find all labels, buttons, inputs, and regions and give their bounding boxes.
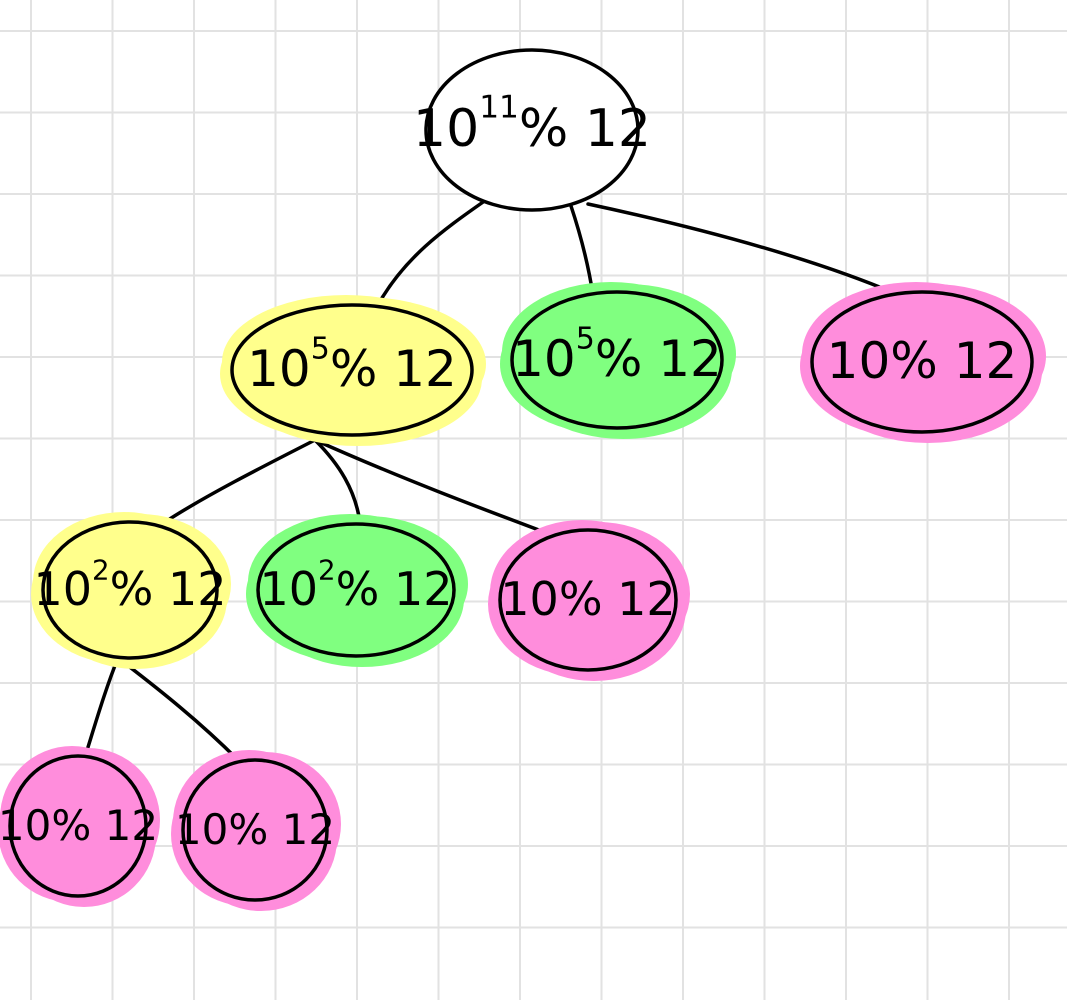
edges-layer: [82, 198, 884, 762]
node-label: 10% 12: [175, 805, 335, 854]
highlight-blob: [33, 512, 215, 652]
node-base: 10: [413, 99, 479, 159]
tree-node-l3-b: 10% 12: [171, 750, 341, 911]
highlight-blob: [502, 282, 720, 422]
node-outline: [230, 303, 474, 437]
node-label: 1011% 12: [413, 90, 651, 159]
node-modulus: % 12: [595, 330, 722, 388]
node-exponent: 11: [479, 90, 519, 126]
edge-root-to-l1-c: [586, 202, 884, 290]
tree-node-l2-c: 10% 12: [488, 520, 690, 681]
highlight-blob: [222, 295, 470, 429]
node-base: 10: [0, 801, 51, 850]
node-base: 10: [247, 340, 311, 398]
highlight-blob: [0, 746, 144, 890]
node-outline: [498, 528, 678, 672]
node-label: 10% 12: [827, 332, 1018, 390]
edge-root-to-l1-a: [377, 198, 488, 305]
node-base: 10: [175, 805, 228, 854]
node-label: 105% 12: [512, 321, 722, 388]
tree-node-l2-b: 102% 12: [246, 514, 468, 667]
tree-node-root: 1011% 12: [413, 48, 651, 212]
node-outline: [424, 48, 640, 212]
node-outline: [41, 520, 219, 660]
node-exponent: 5: [311, 331, 330, 366]
node-label: 102% 12: [260, 553, 453, 615]
node-base: 10: [34, 562, 93, 616]
node-modulus: % 12: [336, 562, 453, 616]
node-outline: [8, 754, 148, 898]
node-modulus: % 12: [330, 340, 457, 398]
node-base: 10: [512, 330, 576, 388]
highlight-blob: [173, 750, 325, 894]
tree-node-l1-a: 105% 12: [220, 295, 486, 446]
node-label: 10% 12: [0, 801, 158, 850]
edge-l2-a-to-l3-b: [116, 656, 240, 762]
tree-node-l3-a: 10% 12: [0, 746, 160, 907]
edge-root-to-l1-b: [569, 204, 595, 297]
node-outline: [256, 522, 456, 658]
node-exponent: 2: [92, 553, 110, 586]
node-modulus: % 12: [228, 805, 335, 854]
node-base: 10: [260, 562, 319, 616]
node-modulus: % 12: [559, 572, 676, 626]
node-base: 10: [827, 332, 891, 390]
tree-node-l2-a: 102% 12: [31, 512, 231, 669]
node-label: 102% 12: [34, 553, 227, 615]
node-outline: [810, 290, 1034, 434]
node-exponent: 2: [318, 553, 336, 586]
highlight-blob: [802, 282, 1030, 426]
tree-node-l1-c: 10% 12: [800, 282, 1046, 443]
node-modulus: % 12: [110, 562, 227, 616]
node-modulus: % 12: [890, 332, 1017, 390]
highlight-blob: [248, 514, 452, 650]
edge-l2-a-to-l3-a: [82, 656, 120, 762]
node-modulus: % 12: [519, 99, 651, 159]
edge-l1-a-to-l2-a: [163, 438, 317, 524]
edge-l1-a-to-l2-c: [313, 438, 554, 537]
node-label: 10% 12: [500, 572, 675, 626]
node-outline: [181, 758, 329, 902]
node-outline: [510, 290, 724, 430]
node-base: 10: [500, 572, 559, 626]
node-label: 105% 12: [247, 331, 457, 398]
edge-l1-a-to-l2-b: [313, 438, 362, 524]
node-exponent: 5: [576, 321, 595, 356]
highlight-blob: [490, 520, 674, 664]
node-modulus: % 12: [51, 801, 158, 850]
tree-node-l1-b: 105% 12: [500, 282, 736, 439]
